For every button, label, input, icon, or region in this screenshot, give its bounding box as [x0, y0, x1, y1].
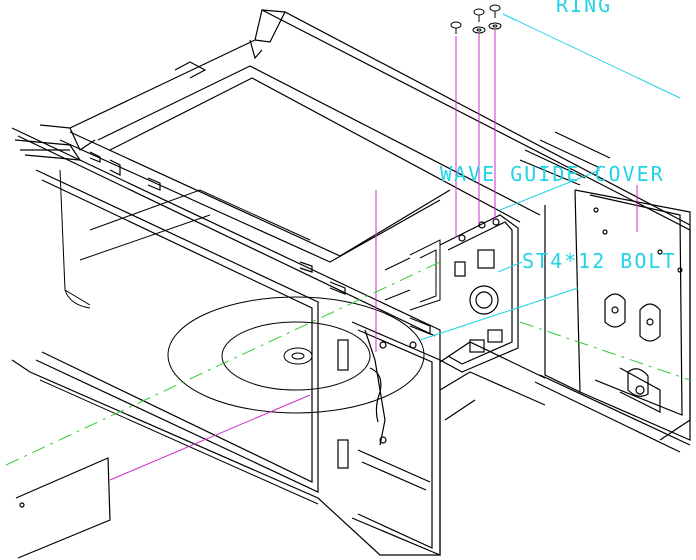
centerline — [5, 261, 691, 466]
callout-leaders — [419, 13, 681, 341]
screw-2 — [473, 8, 485, 22]
control-panel-plate — [15, 457, 111, 559]
callout-wave-guide-cover: WAVE GUIDE COVER — [440, 162, 665, 186]
callout-ring: RING — [556, 0, 612, 17]
cabinet-body — [39, 9, 691, 453]
ring-washer-1 — [472, 26, 486, 34]
front-frame — [11, 127, 451, 556]
assembly-axes — [109, 30, 638, 481]
screw-3 — [489, 4, 501, 18]
waveguide-duct — [384, 239, 441, 311]
wave-guide-cover — [439, 214, 519, 373]
oven-cavity — [39, 169, 425, 505]
ring-washer-2 — [488, 22, 502, 30]
control-bracket — [337, 321, 546, 556]
screws-group — [450, 4, 502, 34]
callout-bolt: ST4*12 BOLT — [522, 249, 676, 273]
screw-1 — [450, 21, 462, 34]
